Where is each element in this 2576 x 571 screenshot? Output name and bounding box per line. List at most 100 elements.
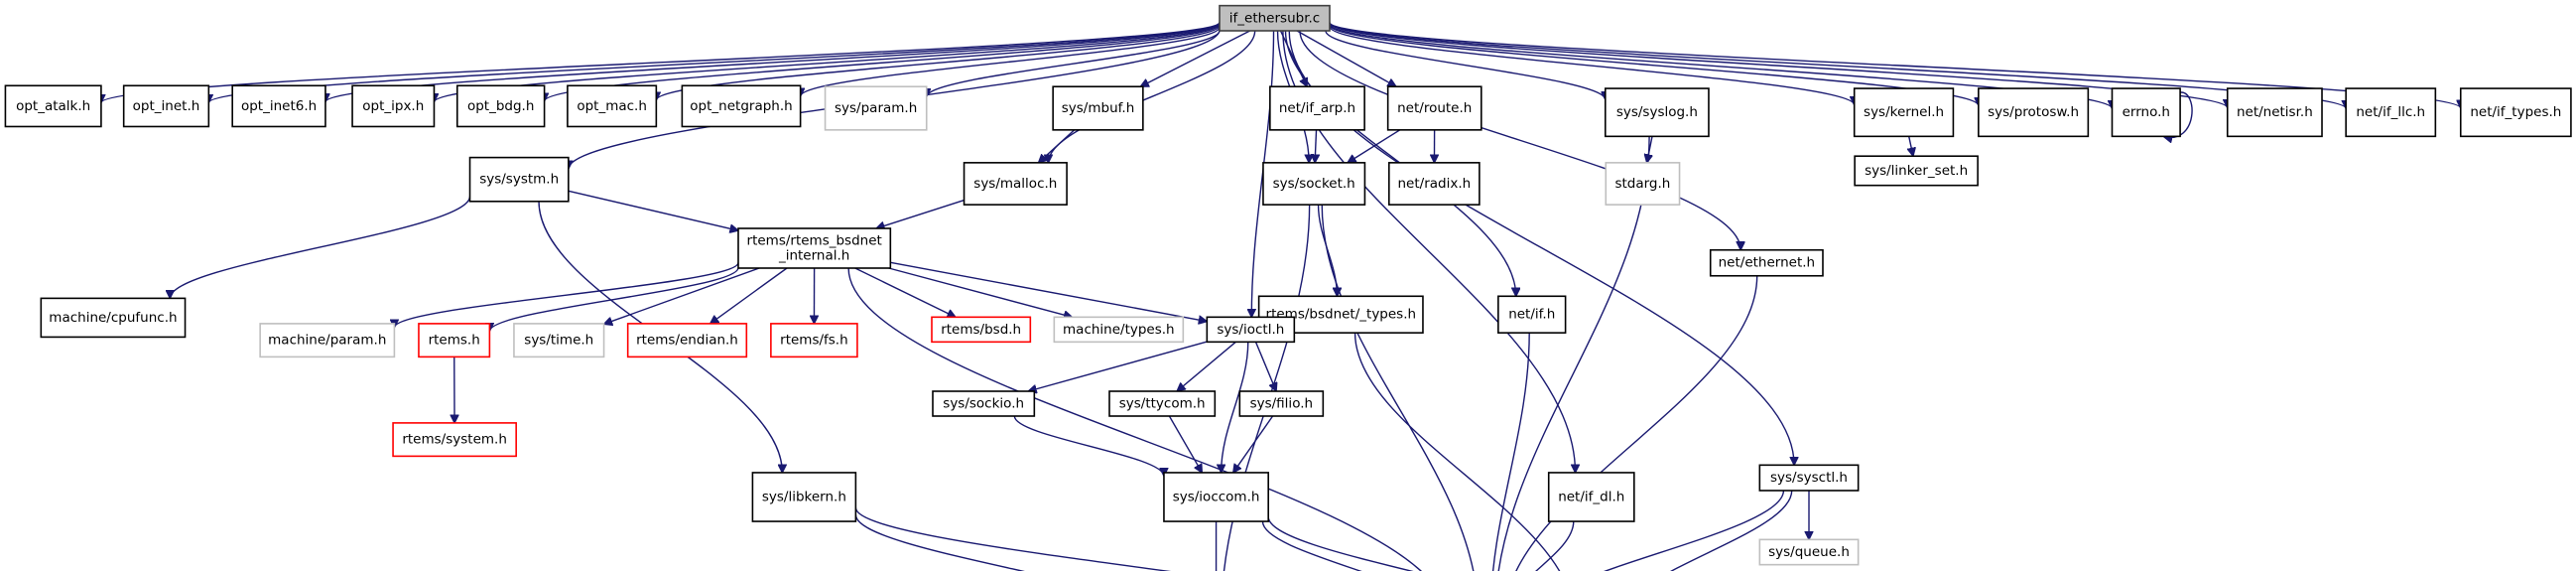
node-label: _internal.h [778,248,849,264]
node-net-if-dl[interactable]: net/if_dl.h [1547,472,1635,522]
node-sys-ttycom[interactable]: sys/ttycom.h [1108,390,1217,417]
node-sys-syslog[interactable]: sys/syslog.h [1604,87,1710,138]
node-net-netisr[interactable]: net/netisr.h [2226,87,2323,138]
node-sys-kernel[interactable]: sys/kernel.h [1853,87,1955,138]
node-label: opt_bdg.h [467,98,534,114]
node-box [1262,162,1366,206]
node-stdarg[interactable]: stdarg.h [1605,162,1681,206]
node-sys-ioctl[interactable]: sys/ioctl.h [1206,316,1296,344]
node-box [1388,162,1481,206]
node-rtems-h[interactable]: rtems.h [418,323,491,358]
node-net-radix[interactable]: net/radix.h [1388,162,1481,206]
edge-net_ethernet-to-sys_cdefs [1515,275,1758,571]
node-box [2345,87,2437,138]
node-box [122,84,210,128]
node-label: rtems/system.h [402,432,507,448]
node-sys-time[interactable]: sys/time.h [513,323,605,358]
node-label: machine/cpufunc.h [49,310,177,326]
edge-root-to-net_if_llc [1329,22,2346,109]
node-machine-param[interactable]: machine/param.h [259,323,396,358]
node-errno[interactable]: errno.h [2111,87,2181,138]
node-opt-inet[interactable]: opt_inet.h [122,84,210,128]
node-opt-bdg[interactable]: opt_bdg.h [455,84,546,128]
edge-sys_socket-to-sys_cdefs [1321,205,1475,571]
node-label: machine/types.h [1063,322,1175,338]
node-label: sys/kernel.h [1864,104,1944,120]
edge-root-to-sys_syslog [1325,30,1606,99]
node-sys-param[interactable]: sys/param.h [824,85,928,131]
edge-sys_sysctl-to-stdint [1670,490,1793,571]
edge-sys_filio-to-sys_ioccom [1233,415,1274,473]
edge-rtems_bsdnet_internal-to-sys_cdefs [847,267,1422,571]
node-box [1108,390,1217,417]
node-net-if-arp[interactable]: net/if_arp.h [1269,85,1365,131]
edge-sys_kernel-to-sys_linker_set [1909,136,1913,156]
node-sys-linker-set[interactable]: sys/linker_set.h [1854,155,1979,187]
edge-sys_ioctl-to-sys_ttycom [1177,341,1236,391]
node-sys-libkern[interactable]: sys/libkern.h [751,472,857,522]
node-box [626,323,748,358]
node-box [1758,538,1860,566]
node-sys-queue[interactable]: sys/queue.h [1758,538,1860,566]
node-box [392,422,517,458]
node-opt-inet6[interactable]: opt_inet6.h [231,84,326,128]
node-rtems-bsd[interactable]: rtems/bsd.h [931,316,1032,344]
node-opt-ipx[interactable]: opt_ipx.h [351,84,436,128]
node-sys-malloc[interactable]: sys/malloc.h [963,162,1068,206]
edge-root-to-sys_param [927,30,1221,97]
node-box [770,323,858,358]
nodes-layer: if_ethersubr.c opt_atalk.h opt_inet.h opt_i… [4,4,2572,566]
node-label: sys/queue.h [1768,544,1850,560]
node-label: sys/ioccom.h [1173,489,1260,504]
node-net-if[interactable]: net/if.h [1497,295,1567,334]
node-sys-socket[interactable]: sys/socket.h [1262,162,1366,206]
node-sys-sysctl[interactable]: sys/sysctl.h [1758,464,1860,492]
node-sys-ioccom[interactable]: sys/ioccom.h [1163,472,1269,522]
node-label: sys/malloc.h [973,176,1057,192]
edge-rtems_bsdnet_internal-to-machine_types [888,267,1073,317]
node-opt-mac[interactable]: opt_mac.h [567,84,658,128]
node-net-ethernet[interactable]: net/ethernet.h [1709,248,1824,277]
edge-rtems_bsdnet_types-to-stdint [1353,333,1561,571]
node-label: sys/time.h [524,333,593,349]
node-opt-netgraph[interactable]: opt_netgraph.h [681,84,802,128]
node-box [513,323,605,358]
node-label: net/ethernet.h [1719,255,1815,271]
edge-net_if-to-sys_cdefs [1491,333,1530,571]
node-box [751,472,857,522]
node-opt-atalk[interactable]: opt_atalk.h [4,84,102,128]
node-label: sys/linker_set.h [1865,163,1968,179]
node-sys-mbuf[interactable]: sys/mbuf.h [1052,85,1144,131]
node-box [1053,316,1185,344]
node-machine-types[interactable]: machine/types.h [1053,316,1185,344]
node-label: net/if_dl.h [1558,489,1624,504]
node-sys-protosw[interactable]: sys/protosw.h [1978,87,2090,138]
node-sys-filio[interactable]: sys/filio.h [1238,390,1325,417]
node-rtems-system[interactable]: rtems/system.h [392,422,517,458]
node-box [1386,85,1482,131]
node-machine-cpufunc[interactable]: machine/cpufunc.h [40,297,187,339]
node-box [4,84,102,128]
node-rtems-fs[interactable]: rtems/fs.h [770,323,858,358]
edge-rtems_bsdnet_internal-to-rtems_bsd [854,267,956,317]
node-label: machine/param.h [268,333,386,349]
edge-root-to-net_route [1296,30,1396,86]
node-label: net/radix.h [1398,176,1472,192]
node-net-if-types[interactable]: net/if_types.h [2459,87,2572,138]
edge-sys_ioctl-to-sys_ioccom [1222,342,1249,473]
node-box [1219,4,1331,32]
node-net-if-llc[interactable]: net/if_llc.h [2345,87,2437,138]
node-label: net/if_arp.h [1279,100,1355,116]
node-label: rtems.h [429,333,480,349]
node-box [1547,472,1635,522]
node-box [1605,162,1681,206]
node-rtems-bsdnet-internal[interactable]: rtems/rtems_bsdnet_internal.h [737,227,892,269]
node-net-route[interactable]: net/route.h [1386,85,1482,131]
node-rtems-endian[interactable]: rtems/endian.h [626,323,748,358]
node-label: rtems/endian.h [636,333,738,349]
node-label: opt_inet.h [133,98,200,114]
edge-rtems_bsdnet_internal-to-rtems_endian [710,267,788,324]
node-root[interactable]: if_ethersubr.c [1219,4,1331,32]
node-sys-sockio[interactable]: sys/sockio.h [932,390,1036,417]
node-sys-systm[interactable]: sys/systm.h [468,156,570,203]
